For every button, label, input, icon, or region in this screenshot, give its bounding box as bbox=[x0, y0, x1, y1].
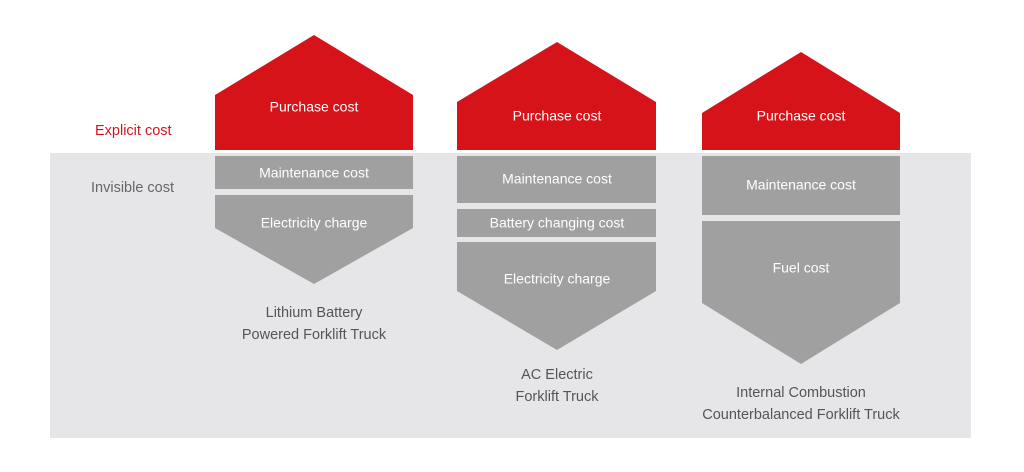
truck-caption-line1: Internal Combustion bbox=[736, 385, 866, 401]
maintenance-cost-block bbox=[215, 156, 413, 189]
truck-caption-line2: Counterbalanced Forklift Truck bbox=[702, 407, 900, 423]
electricity-charge-block bbox=[457, 242, 656, 350]
purchase-cost-label: Purchase cost bbox=[513, 108, 602, 124]
electricity-charge-label: Electricity charge bbox=[261, 215, 368, 231]
fuel-cost-block bbox=[702, 221, 900, 364]
maintenance-cost-label: Maintenance cost bbox=[746, 177, 856, 193]
fuel-cost-label: Fuel cost bbox=[773, 260, 830, 276]
truck-lithium-battery: Purchase cost Maintenance cost Electrici… bbox=[215, 35, 413, 343]
truck-caption-line1: Lithium Battery bbox=[266, 305, 363, 321]
truck-internal-combustion: Purchase cost Maintenance cost Fuel cost… bbox=[702, 52, 900, 423]
purchase-cost-label: Purchase cost bbox=[270, 99, 359, 115]
purchase-cost-block bbox=[215, 35, 413, 150]
truck-caption-line2: Forklift Truck bbox=[516, 389, 600, 405]
maintenance-cost-label: Maintenance cost bbox=[502, 171, 612, 187]
truck-caption-line1: AC Electric bbox=[521, 367, 593, 383]
electricity-charge-label: Electricity charge bbox=[504, 271, 611, 287]
electricity-charge-block bbox=[215, 195, 413, 284]
purchase-cost-block bbox=[702, 52, 900, 150]
battery-changing-cost-block bbox=[457, 209, 656, 237]
maintenance-cost-block bbox=[457, 156, 656, 203]
explicit-cost-label: Explicit cost bbox=[95, 123, 172, 139]
invisible-cost-label: Invisible cost bbox=[91, 180, 174, 196]
maintenance-cost-block bbox=[702, 156, 900, 215]
maintenance-cost-label: Maintenance cost bbox=[259, 165, 369, 181]
purchase-cost-label: Purchase cost bbox=[757, 108, 846, 124]
purchase-cost-block bbox=[457, 42, 656, 150]
battery-changing-cost-label: Battery changing cost bbox=[490, 215, 625, 231]
truck-ac-electric: Purchase cost Maintenance cost Battery c… bbox=[457, 42, 656, 405]
truck-caption-line2: Powered Forklift Truck bbox=[242, 327, 387, 343]
